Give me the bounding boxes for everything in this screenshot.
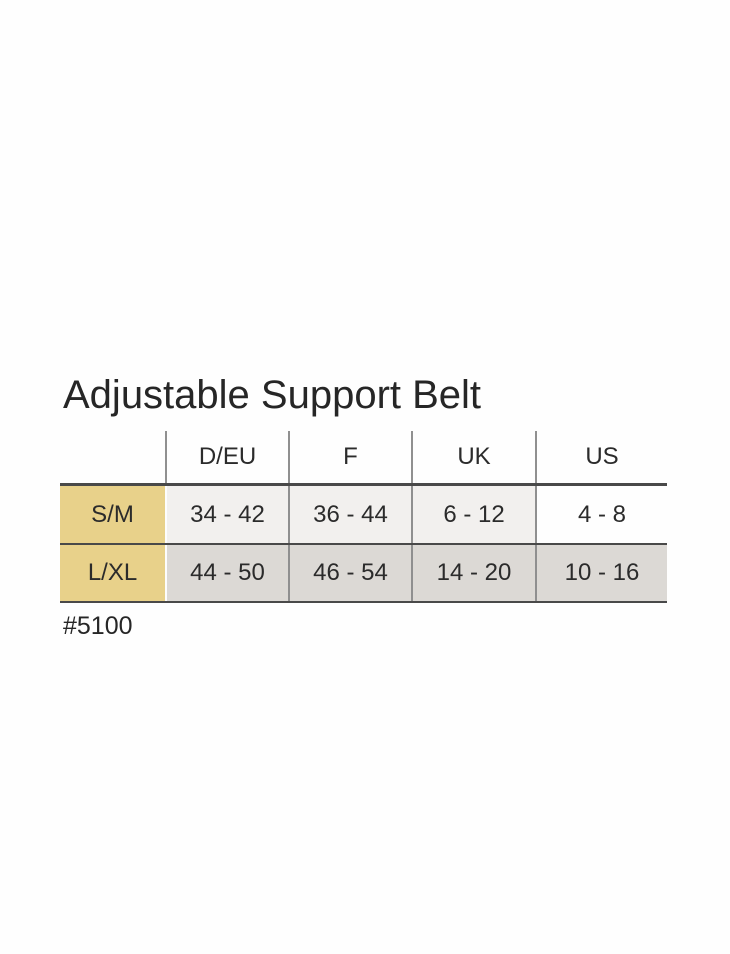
cell-lxl-d-eu: 44 - 50 [167,545,290,601]
table-header-row: D/EU F UK US [60,431,667,486]
table-row-sm: S/M 34 - 42 36 - 44 6 - 12 4 - 8 [60,486,667,545]
cell-lxl-f: 46 - 54 [290,545,413,601]
cell-sm-uk: 6 - 12 [413,486,537,543]
header-cell-uk: UK [413,431,537,483]
size-table: D/EU F UK US S/M 34 - 42 36 - 44 6 - 12 … [60,431,667,603]
header-cell-f: F [290,431,413,483]
header-cell-empty [60,431,167,483]
cell-sm-f: 36 - 44 [290,486,413,543]
page-title: Adjustable Support Belt [63,373,482,417]
header-cell-d-eu: D/EU [167,431,290,483]
header-cell-us: US [585,443,619,470]
row-label-lxl: L/XL [60,545,167,601]
cell-lxl-us: 10 - 16 [537,545,667,601]
product-code: #5100 [63,612,133,640]
cell-sm-d-eu: 34 - 42 [167,486,290,543]
row-label-sm: S/M [60,486,167,543]
cell-lxl-uk: 14 - 20 [413,545,537,601]
cell-sm-us: 4 - 8 [537,486,667,543]
table-row-lxl: L/XL 44 - 50 46 - 54 14 - 20 10 - 16 [60,545,667,603]
